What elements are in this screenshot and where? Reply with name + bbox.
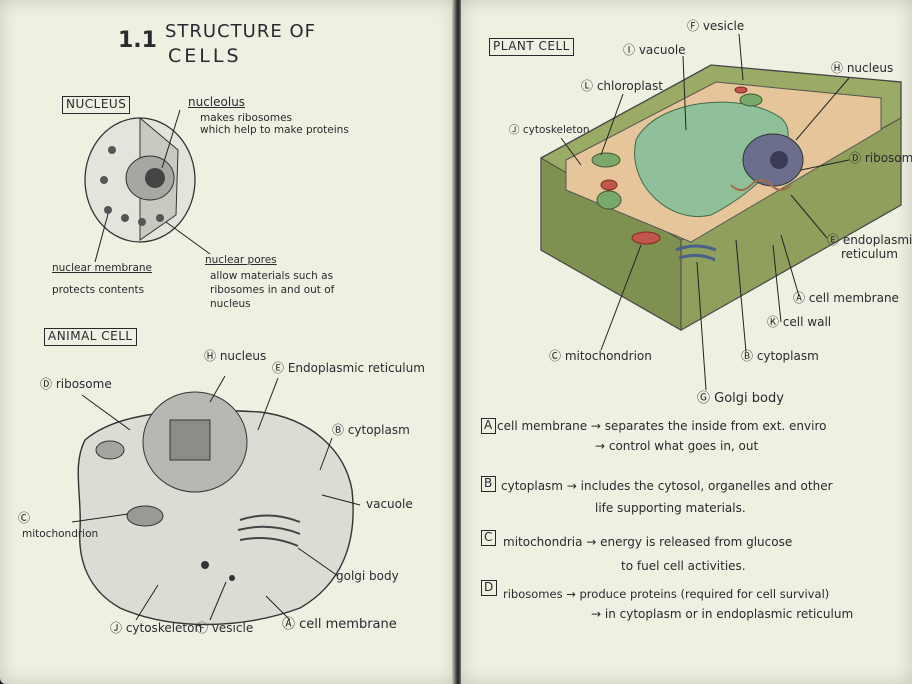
- plant-cytoplasm-label: Ⓑ cytoplasm: [741, 349, 819, 363]
- animal-membrane-label: Ⓐ cell membrane: [282, 617, 397, 632]
- plant-chloroplast-label: Ⓛ chloroplast: [581, 79, 663, 93]
- nuclear-pores-desc-1: allow materials such as: [210, 270, 334, 282]
- right-page: PLANT CELL Ⓕ vesicle Ⓘ vacuole Ⓗ nucleus…: [461, 0, 912, 684]
- note-a-line-2: → control what goes in, out: [595, 439, 759, 453]
- animal-cell-heading: ANIMAL CELL: [44, 328, 137, 346]
- nuclear-pores-desc-3: nucleus: [210, 298, 251, 310]
- animal-er-label: Ⓔ Endoplasmic reticulum: [272, 361, 425, 375]
- animal-vesicle-label: Ⓕ vesicle: [196, 621, 254, 635]
- left-page: 1.1 STRUCTURE OF CELLS NUCLEUS nucleolus…: [0, 0, 455, 684]
- note-a-line-1: cell membrane → separates the inside fro…: [497, 419, 827, 433]
- plant-er-label-2: reticulum: [841, 247, 898, 261]
- note-a-key: A: [481, 418, 496, 434]
- animal-cell-diagram: [71, 375, 361, 626]
- plant-cell-diagram: [540, 33, 902, 391]
- plant-cell-heading: PLANT CELL: [489, 38, 574, 56]
- plant-ribosome-label: Ⓓ ribosome: [849, 151, 912, 165]
- plant-golgi-label: Ⓖ Golgi body: [697, 391, 784, 406]
- nucleolus-desc-2: which help to make proteins: [200, 124, 349, 136]
- nucleolus-desc-1: makes ribosomes: [200, 112, 293, 124]
- animal-cytoplasm-label: Ⓑ cytoplasm: [332, 423, 410, 437]
- animal-mitochondrion-label: mitochondrion: [22, 528, 99, 540]
- animal-mito-marker: Ⓒ: [18, 511, 31, 525]
- nucleus-heading: NUCLEUS: [62, 96, 131, 114]
- note-b-line-2: life supporting materials.: [595, 501, 746, 515]
- note-b-key: B: [481, 476, 496, 492]
- animal-ribosome-label: Ⓓ ribosome: [40, 377, 112, 391]
- note-c-line-1: mitochondria → energy is released from g…: [503, 535, 793, 549]
- plant-vacuole-label: Ⓘ vacuole: [623, 43, 686, 57]
- plant-nucleus-label: Ⓗ nucleus: [831, 61, 894, 75]
- nuclear-pores-label: nuclear pores: [205, 254, 277, 266]
- left-diagrams: [71, 109, 361, 626]
- nucleus-diagram: [84, 109, 211, 263]
- nuclear-membrane-desc: protects contents: [52, 284, 145, 296]
- plant-mitochondrion-label: Ⓒ mitochondrion: [549, 349, 652, 363]
- plant-cell-membrane-label: Ⓐ cell membrane: [793, 291, 899, 305]
- animal-golgi-label: golgi body: [336, 569, 399, 583]
- note-c-line-2: to fuel cell activities.: [621, 559, 746, 573]
- animal-vacuole-label: vacuole: [366, 497, 413, 511]
- nuclear-membrane-label: nuclear membrane: [52, 262, 152, 274]
- page-title-line2: CELLS: [168, 45, 242, 67]
- plant-cytoskeleton-label: Ⓙ cytoskeleton: [509, 124, 590, 136]
- nucleolus-label: nucleolus: [188, 95, 246, 109]
- note-d-key: D: [481, 580, 497, 596]
- page-title-line1: STRUCTURE OF: [165, 21, 316, 42]
- animal-nucleus-label: Ⓗ nucleus: [204, 349, 267, 363]
- note-d-line-1: ribosomes → produce proteins (required f…: [503, 587, 830, 601]
- nuclear-pores-desc-2: ribosomes in and out of: [210, 284, 335, 296]
- animal-cytoskeleton-label: Ⓙ cytoskeleton: [110, 621, 203, 635]
- note-d-line-2: → in cytoplasm or in endoplasmic reticul…: [591, 607, 854, 621]
- plant-cell-wall-label: Ⓚ cell wall: [767, 315, 832, 329]
- note-b-line-1: cytoplasm → includes the cytosol, organe…: [501, 479, 833, 493]
- section-number: 1.1: [118, 28, 157, 53]
- note-c-key: C: [481, 530, 496, 546]
- plant-er-label-1: Ⓔ endoplasmic: [827, 233, 912, 247]
- plant-vesicle-label: Ⓕ vesicle: [687, 19, 745, 33]
